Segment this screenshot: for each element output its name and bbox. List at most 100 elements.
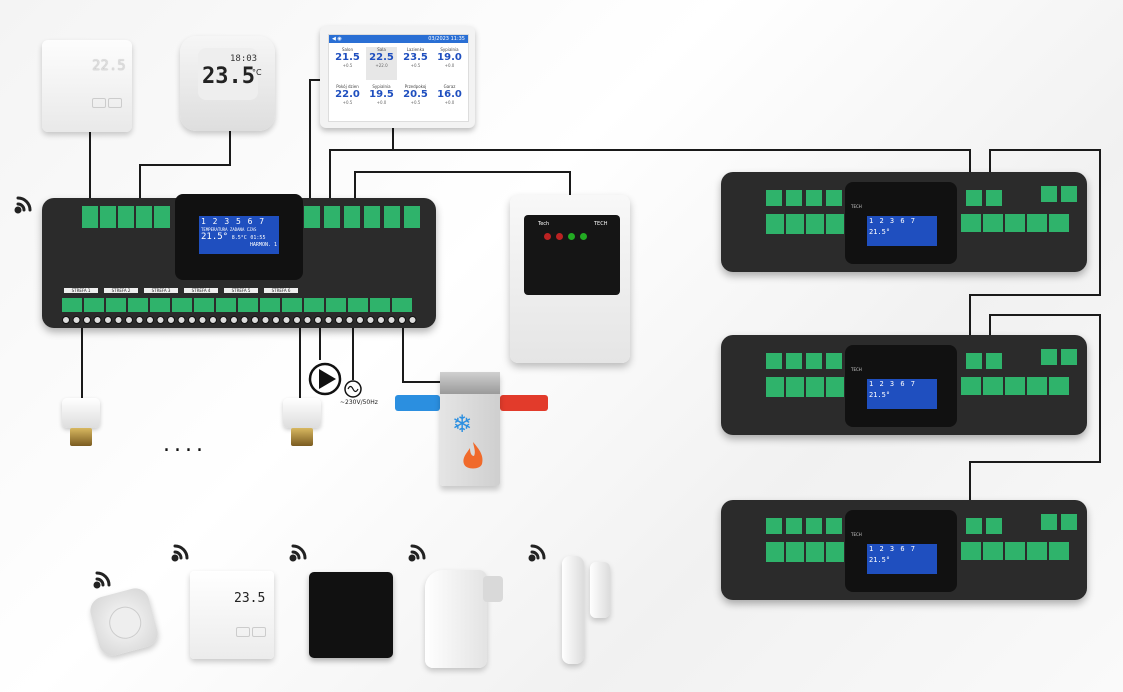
zone-temp: 16.0 xyxy=(437,89,462,100)
zone-tile[interactable]: Przedpokoj 20.5 +0.5 xyxy=(400,84,431,117)
zone-tile[interactable]: Sala 22.5 +22.0 xyxy=(366,47,397,80)
terminal-block xyxy=(966,190,982,206)
terminal-block xyxy=(961,542,981,560)
lcd-zone: 3 xyxy=(224,217,231,226)
terminal-block xyxy=(194,298,214,312)
terminal-block xyxy=(62,298,82,312)
terminal-block xyxy=(786,377,804,397)
terminal-screw xyxy=(314,316,322,324)
window-sensor xyxy=(558,556,618,666)
terminal-block xyxy=(1061,349,1077,365)
terminal-block xyxy=(282,298,302,312)
slave-brand: TECH xyxy=(851,367,862,372)
zone-tile[interactable]: Salon 21.5 +0.5 xyxy=(332,47,363,80)
zone-label: STREFA 4 xyxy=(184,288,218,293)
lcd-time: 01:55 xyxy=(250,235,266,241)
zone-temp: 20.5 xyxy=(403,89,428,100)
terminal-screw xyxy=(198,316,207,324)
terminal-block xyxy=(392,298,412,312)
wireless-black-panel xyxy=(309,572,393,658)
zone-label: STREFA 2 xyxy=(104,288,138,293)
zone-temp: 22.0 xyxy=(335,89,360,100)
lcd-zone: 6 xyxy=(900,380,906,388)
terminal-block xyxy=(370,298,390,312)
wired-thermostat-2: 18:03 23.5 °C xyxy=(180,36,275,131)
lcd-temp: 21.5° xyxy=(869,391,891,399)
zone-set: +0.5 xyxy=(342,100,353,105)
terminal-screw xyxy=(93,316,102,324)
terminal-screw xyxy=(324,316,333,324)
zone-tile[interactable]: Sypialnia 19.0 +0.0 xyxy=(434,47,465,80)
thermo-actuator xyxy=(62,398,100,450)
wifi-icon xyxy=(289,544,307,562)
terminal-block xyxy=(136,206,152,228)
terminal-block xyxy=(986,353,1002,369)
thermostat-button[interactable] xyxy=(92,98,106,108)
status-led xyxy=(544,233,551,240)
terminal-block xyxy=(1027,377,1047,395)
slave-display-unit: TECH 1 2 3 6 7 21.5° xyxy=(845,182,957,264)
zone-temp: 19.0 xyxy=(437,52,462,63)
heat-source: ❄ xyxy=(440,372,500,486)
terminal-block xyxy=(1049,377,1069,395)
main-controller: 1 2 3 5 6 7 TEMPERATURA ZADANA CZAS 21.5… xyxy=(42,194,436,328)
slave-controller: TECH 1 2 3 6 7 21.5° xyxy=(721,172,1087,272)
terminal-block xyxy=(806,214,824,234)
wireless-room-thermostat: 23.5 xyxy=(190,571,274,659)
terminal-block xyxy=(766,353,782,369)
lcd-zone: 3 xyxy=(889,545,896,553)
terminal-block xyxy=(826,542,844,562)
snowflake-icon: ❄ xyxy=(452,410,473,438)
zone-tile[interactable]: Sypialnia 19.5 +0.0 xyxy=(366,84,397,117)
status-led xyxy=(580,233,587,240)
terminal-block xyxy=(1027,214,1047,232)
terminal-screw xyxy=(303,316,312,324)
zone-label: STREFA 1 xyxy=(64,288,98,293)
terminal-block xyxy=(304,206,320,228)
terminal-block xyxy=(806,353,822,369)
terminal-block xyxy=(961,214,981,232)
terminal-block xyxy=(1027,542,1047,560)
slave-display-unit: TECH 1 2 3 6 7 21.5° xyxy=(845,510,957,592)
lcd-zone: 1 xyxy=(869,217,875,225)
topbar-right: 03/2023 11:35 xyxy=(428,36,465,42)
zone-label: STREFA 5 xyxy=(224,288,258,293)
terminal-block xyxy=(118,206,134,228)
zone-label: STREFA 6 xyxy=(264,288,298,293)
terminal-block xyxy=(826,353,842,369)
terminal-block xyxy=(100,206,116,228)
terminal-block xyxy=(304,298,324,312)
terminal-block xyxy=(961,377,981,395)
zone-set: +0.5 xyxy=(342,63,353,68)
terminal-block xyxy=(806,518,822,534)
terminal-screw xyxy=(387,316,396,324)
terminal-block xyxy=(1049,542,1069,560)
terminal-block xyxy=(766,214,784,234)
lcd-zone: 7 xyxy=(910,380,916,388)
terminal-screw xyxy=(251,316,259,324)
slave-controller: TECH 1 2 3 6 7 21.5° xyxy=(721,500,1087,600)
zone-tile[interactable]: Garaz 16.0 +0.0 xyxy=(434,84,465,117)
status-led xyxy=(556,233,563,240)
lcd-zone: 2 xyxy=(879,217,885,225)
slave-lcd: 1 2 3 6 7 21.5° xyxy=(867,379,937,409)
terminal-block xyxy=(786,214,804,234)
terminal-block xyxy=(1061,514,1077,530)
zone-tile[interactable]: Lazienka 23.5 +0.5 xyxy=(400,47,431,80)
zone-temp: 22.5 xyxy=(369,52,394,63)
terminal-screw xyxy=(156,316,165,324)
lcd-zone: 2 xyxy=(879,380,885,388)
zone-set: +0.0 xyxy=(444,63,455,68)
thermostat-button[interactable] xyxy=(108,98,122,108)
terminal-block xyxy=(766,518,782,534)
terminal-block xyxy=(1061,186,1077,202)
terminal-screw xyxy=(219,316,228,324)
zone-tile[interactable]: Pokój dzien 22.0 +0.5 xyxy=(332,84,363,117)
thermostat-button[interactable] xyxy=(252,627,266,637)
terminal-screw xyxy=(125,316,133,324)
terminal-block xyxy=(260,298,280,312)
terminal-screw xyxy=(177,316,186,324)
thermostat-button[interactable] xyxy=(236,627,250,637)
thermo-actuator xyxy=(283,398,321,450)
slave-display-unit: TECH 1 2 3 6 7 21.5° xyxy=(845,345,957,427)
